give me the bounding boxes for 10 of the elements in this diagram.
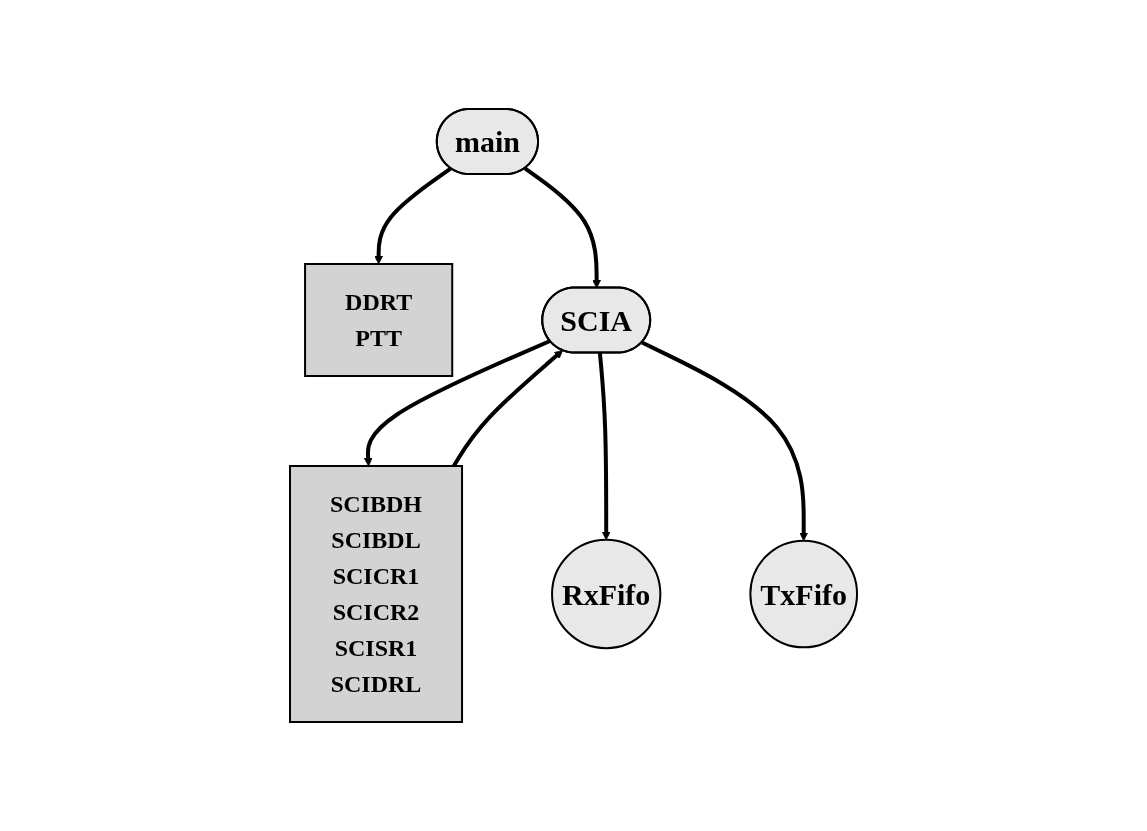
node-circle: TxFifo — [749, 539, 858, 649]
arrow — [374, 166, 452, 265]
arrow — [523, 166, 601, 289]
node-circle: RxFifo — [551, 538, 662, 650]
arrow — [363, 339, 551, 467]
node-box: SCIBDH SCIBDL SCICR1 SCICR2 SCISR1 SCIDRL — [289, 465, 463, 723]
node-box: DDRT PTT — [304, 263, 454, 377]
arrow — [597, 352, 611, 541]
arrow — [452, 350, 563, 468]
arrow — [641, 340, 809, 542]
